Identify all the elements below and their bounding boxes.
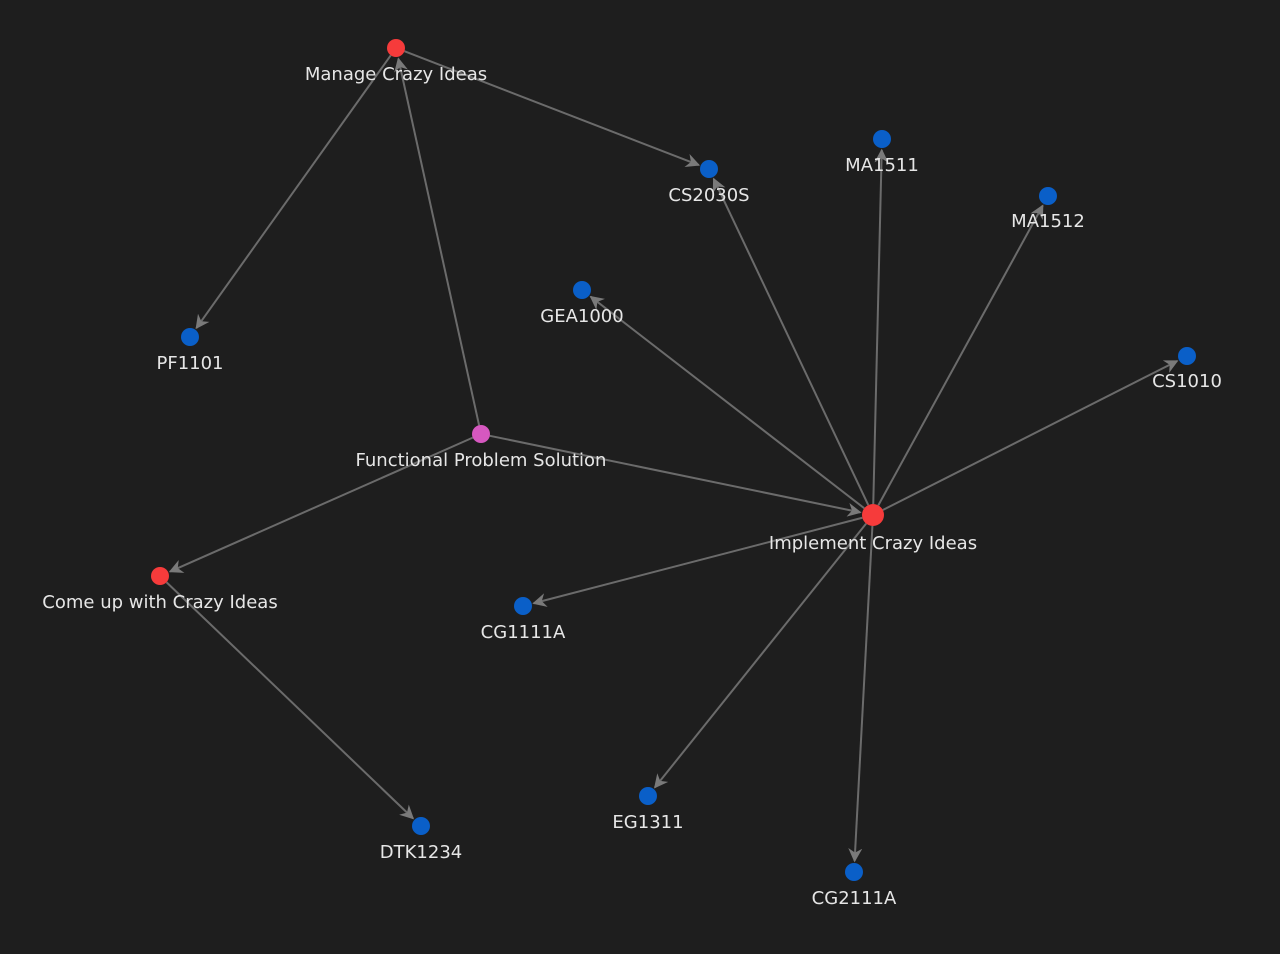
- edge-implement-to-eg1311: [654, 522, 867, 789]
- node-label-manage: Manage Crazy Ideas: [305, 64, 487, 85]
- node-implement[interactable]: [862, 504, 884, 526]
- node-cg1111a[interactable]: [514, 597, 532, 615]
- edge-implement-to-gea1000: [589, 295, 865, 510]
- node-comeup[interactable]: [151, 567, 169, 585]
- edge-manage-to-pf1101: [195, 54, 392, 330]
- edge-manage-to-cs2030s: [404, 50, 701, 168]
- edge-comeup-to-dtk1234: [165, 581, 415, 820]
- node-label-comeup: Come up with Crazy Ideas: [42, 592, 277, 613]
- edge-fps-to-manage: [394, 57, 481, 426]
- node-ma1512[interactable]: [1039, 187, 1057, 205]
- node-cs1010[interactable]: [1178, 347, 1196, 365]
- node-label-implement: Implement Crazy Ideas: [769, 533, 977, 554]
- node-ma1511[interactable]: [873, 130, 891, 148]
- node-label-cg2111a: CG2111A: [812, 888, 897, 909]
- edge-fps-to-implement: [489, 434, 862, 517]
- edge-implement-to-ma1511: [872, 148, 889, 505]
- edge-fps-to-comeup: [168, 436, 474, 573]
- edges-layer: [165, 50, 1179, 863]
- node-cs2030s[interactable]: [700, 160, 718, 178]
- node-label-ma1512: MA1512: [1011, 211, 1085, 232]
- node-manage[interactable]: [387, 39, 405, 57]
- node-fps[interactable]: [472, 425, 490, 443]
- nodes-layer: [151, 39, 1196, 881]
- node-dtk1234[interactable]: [412, 817, 430, 835]
- edge-implement-to-cs2030s: [712, 177, 870, 506]
- node-label-gea1000: GEA1000: [540, 306, 623, 327]
- node-label-cs1010: CS1010: [1152, 371, 1222, 392]
- node-label-cg1111a: CG1111A: [481, 622, 566, 643]
- node-eg1311[interactable]: [639, 787, 657, 805]
- edge-implement-to-ma1512: [877, 204, 1044, 506]
- node-label-ma1511: MA1511: [845, 155, 919, 176]
- node-label-cs2030s: CS2030S: [668, 185, 749, 206]
- node-label-pf1101: PF1101: [156, 353, 223, 374]
- node-label-eg1311: EG1311: [612, 812, 683, 833]
- edge-implement-to-cs1010: [882, 360, 1179, 511]
- edge-implement-to-cg2111a: [848, 525, 874, 863]
- node-label-fps: Functional Problem Solution: [356, 450, 607, 471]
- node-label-dtk1234: DTK1234: [380, 842, 462, 863]
- node-cg2111a[interactable]: [845, 863, 863, 881]
- node-pf1101[interactable]: [181, 328, 199, 346]
- edge-implement-to-cg1111a: [532, 516, 863, 607]
- node-gea1000[interactable]: [573, 281, 591, 299]
